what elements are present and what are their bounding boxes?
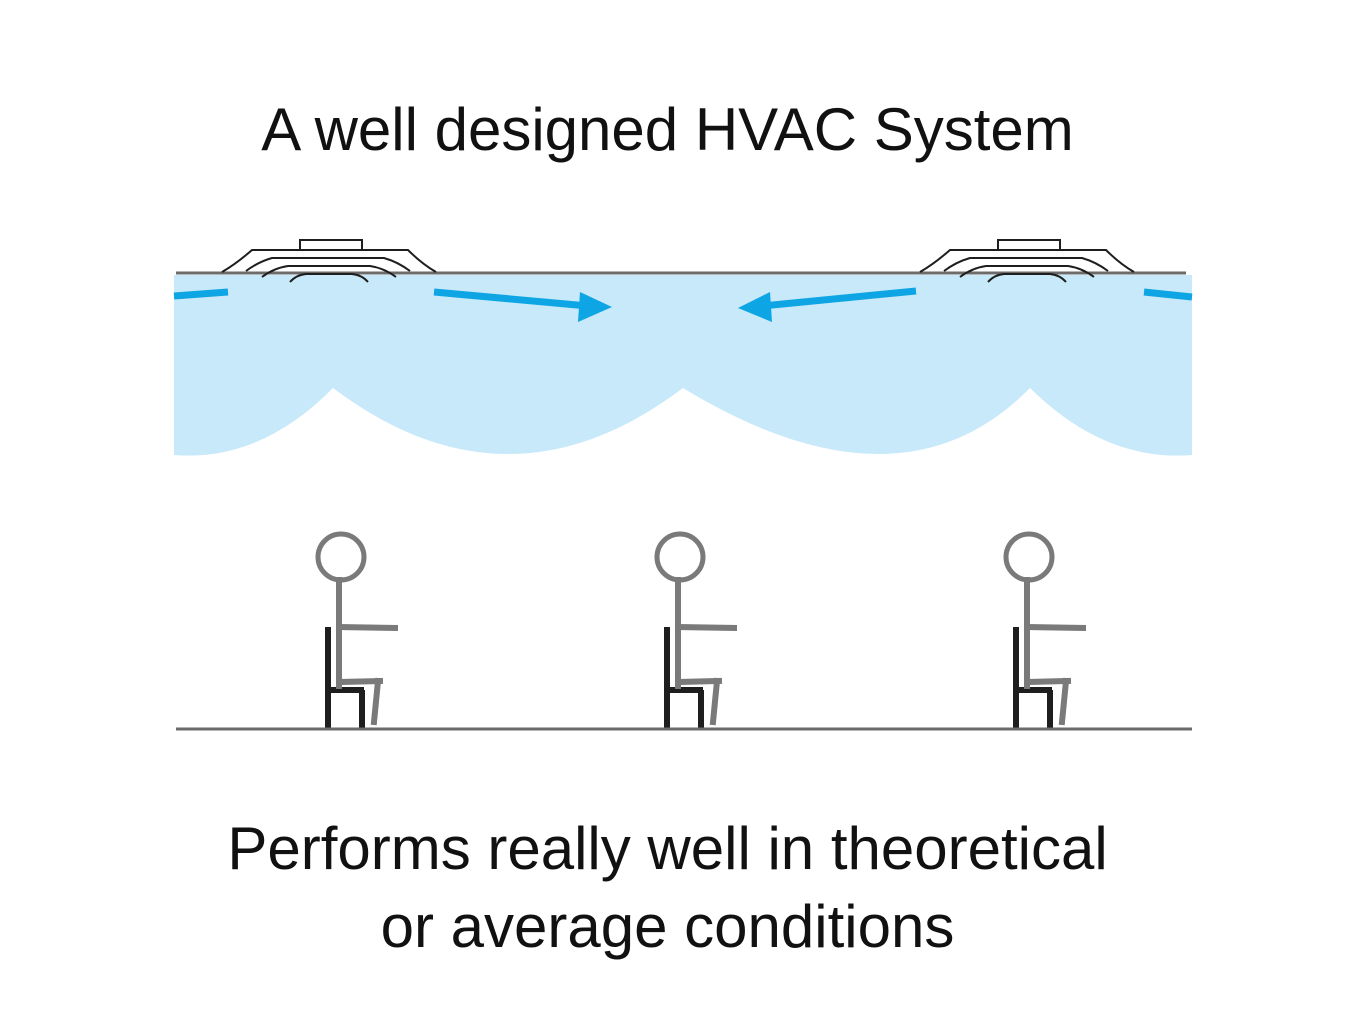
caption-line-2: or average conditions xyxy=(380,893,955,960)
diagram-title: A well designed HVAC System xyxy=(261,96,1074,163)
seated-occupant xyxy=(654,531,738,728)
airflow-stub-left xyxy=(173,288,229,300)
ceiling-diffuser-icon xyxy=(221,239,437,283)
airflow-arrow-right xyxy=(433,288,589,310)
arrowhead-left xyxy=(738,292,772,322)
chair-icon xyxy=(325,627,365,728)
chair-icon xyxy=(664,627,704,728)
airflow-arrows xyxy=(173,287,1193,322)
seated-occupant xyxy=(1003,531,1087,728)
diagram-caption: Performs really well in theoretical or a… xyxy=(0,810,1335,966)
arrowhead-right xyxy=(578,292,612,322)
seated-occupant xyxy=(315,531,399,728)
ceiling-diffuser-icon xyxy=(919,239,1135,283)
seated-person-icon xyxy=(1003,531,1087,726)
seated-person-icon xyxy=(315,531,399,726)
caption-line-1: Performs really well in theoretical xyxy=(227,815,1108,882)
chair-icon xyxy=(1013,627,1053,728)
conditioned-air-zone xyxy=(174,275,1192,456)
airflow-stub-right xyxy=(1143,288,1193,301)
airflow-arrow-left xyxy=(761,287,917,310)
seated-person-icon xyxy=(654,531,738,726)
